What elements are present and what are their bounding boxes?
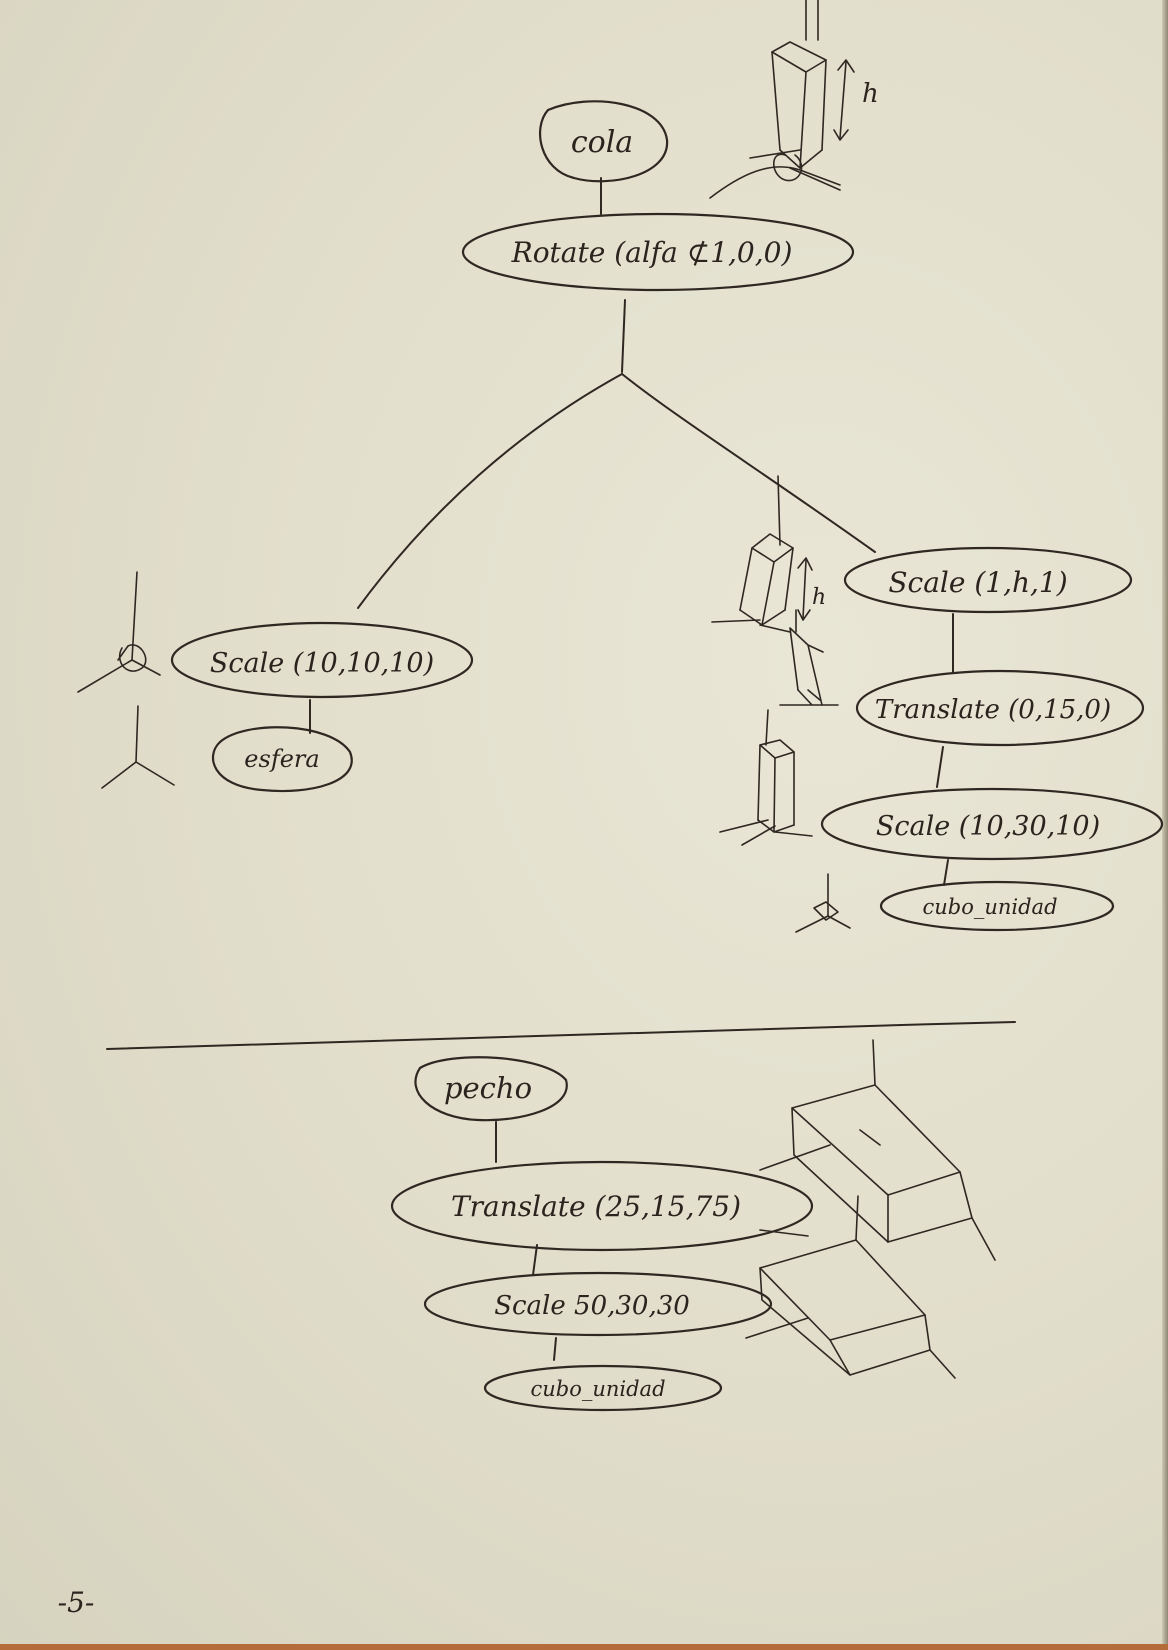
node-cola: cola bbox=[539, 100, 669, 183]
node-left-scale: Scale (10,10,10) bbox=[170, 621, 474, 699]
paper-edge bbox=[1162, 0, 1168, 1650]
node-right-translate-label: Translate (0,15,0) bbox=[875, 695, 1111, 725]
node-right-cubo: cubo_unidad bbox=[879, 880, 1115, 932]
box-sketch-lower bbox=[745, 1195, 956, 1379]
node-rotate-label: Rotate (alfa ⊄1,0,0) bbox=[511, 236, 793, 269]
page-number: -5- bbox=[58, 1586, 95, 1619]
height-label-top: h bbox=[862, 79, 879, 109]
prism-sketch-tall bbox=[719, 709, 813, 846]
axes-sketch-origin bbox=[101, 705, 175, 789]
node-right-scale-bottom: Scale (10,30,10) bbox=[820, 787, 1164, 861]
node-pecho: pecho bbox=[414, 1056, 568, 1122]
node-right-cubo-label: cubo_unidad bbox=[922, 895, 1057, 919]
node-esfera-label: esfera bbox=[244, 745, 319, 773]
node-pecho-scale-label: Scale 50,30,30 bbox=[494, 1291, 690, 1321]
pecho-tree: pecho Translate (25,15,75) Scale 50,30,3… bbox=[390, 1056, 814, 1412]
box-sketch-upper bbox=[759, 1039, 996, 1261]
node-pecho-translate: Translate (25,15,75) bbox=[390, 1160, 814, 1252]
node-pecho-label: pecho bbox=[444, 1071, 532, 1105]
node-esfera: esfera bbox=[211, 726, 353, 793]
table-edge bbox=[0, 1644, 1168, 1650]
node-pecho-cubo: cubo_unidad bbox=[483, 1364, 723, 1412]
node-right-scale-bottom-label: Scale (10,30,10) bbox=[876, 811, 1100, 842]
axes-sketch-cubo bbox=[795, 873, 851, 933]
cola-tree: cola Rotate (alfa ⊄1,0,0) Scale (10,10,1… bbox=[170, 100, 1164, 932]
axes-sketch-sphere bbox=[77, 571, 161, 693]
prism-sketch-middle: h bbox=[711, 475, 826, 633]
node-pecho-translate-label: Translate (25,15,75) bbox=[451, 1190, 741, 1223]
node-left-scale-label: Scale (10,10,10) bbox=[210, 648, 434, 679]
node-right-scale-top-label: Scale (1,h,1) bbox=[888, 566, 1067, 599]
prism-sketch-small bbox=[779, 609, 839, 706]
node-cola-label: cola bbox=[571, 125, 633, 160]
node-pecho-scale: Scale 50,30,30 bbox=[423, 1271, 773, 1337]
section-divider bbox=[106, 1021, 1016, 1050]
prism-sketch-top: h bbox=[709, 0, 879, 199]
height-label-middle: h bbox=[812, 585, 826, 610]
node-right-scale-top: Scale (1,h,1) bbox=[843, 546, 1133, 614]
node-rotate: Rotate (alfa ⊄1,0,0) bbox=[461, 212, 855, 292]
node-pecho-cubo-label: cubo_unidad bbox=[530, 1377, 665, 1401]
node-right-translate: Translate (0,15,0) bbox=[855, 669, 1145, 747]
